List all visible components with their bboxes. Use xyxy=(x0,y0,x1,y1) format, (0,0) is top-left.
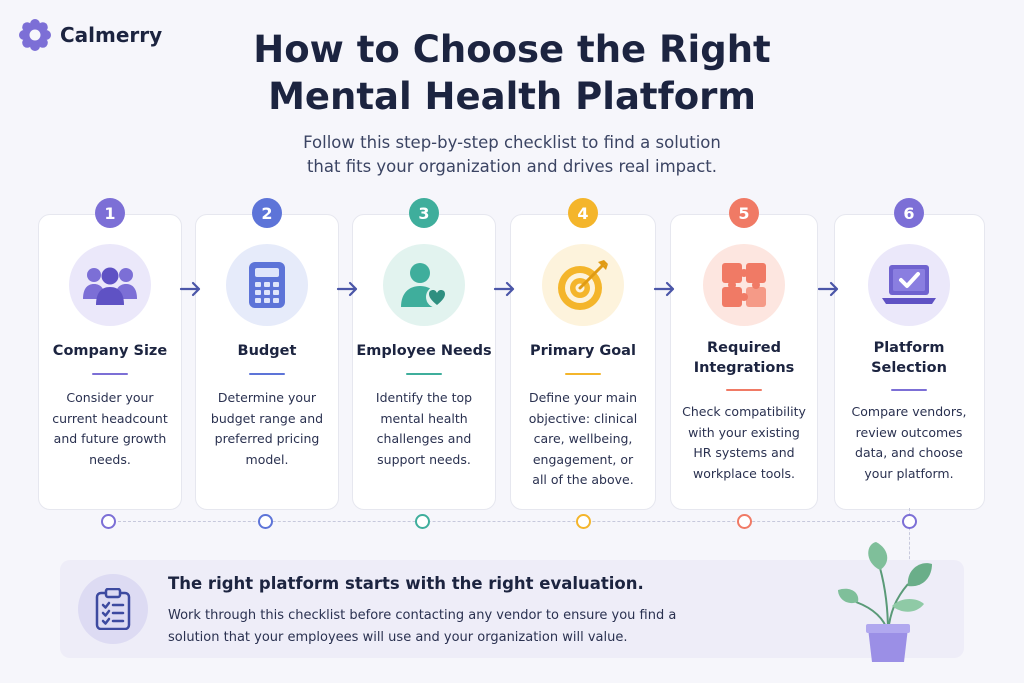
step-description: Consider your current headcount and futu… xyxy=(52,390,168,467)
step-number-badge: 5 xyxy=(729,198,759,228)
laptop-check-icon xyxy=(882,265,936,304)
step-number-badge: 1 xyxy=(95,198,125,228)
step-underline xyxy=(726,389,762,391)
calculator-icon xyxy=(249,262,285,308)
step-underline xyxy=(406,373,442,375)
timeline-dot xyxy=(575,514,591,529)
callout-text: Work through this checklist before conta… xyxy=(168,608,677,645)
clipboard-checklist-icon xyxy=(95,588,131,630)
timeline-dot xyxy=(414,514,430,529)
callout-title: The right platform starts with the right… xyxy=(168,574,644,593)
step-description: Determine your budget range and preferre… xyxy=(210,390,324,467)
puzzle-icon xyxy=(722,263,766,307)
timeline-dot xyxy=(257,514,273,529)
step-title: Platform Selection xyxy=(871,340,947,376)
step-number-badge: 4 xyxy=(568,198,598,228)
brand-logo: Calmerry xyxy=(18,18,162,52)
step-number-badge: 3 xyxy=(409,198,439,228)
arrow-right-icon xyxy=(336,281,358,297)
target-icon xyxy=(558,260,608,310)
step-title: Company Size xyxy=(52,343,168,359)
page-subtitle: Follow this step-by-step checklist to fi… xyxy=(303,133,721,176)
callout-box xyxy=(60,560,964,658)
step-description: Check compatibility with your existing H… xyxy=(682,404,806,481)
step-icon-circle xyxy=(542,244,624,326)
step-description: Define your main objective: clinical car… xyxy=(528,390,638,487)
step-description: Identify the top mental health challenge… xyxy=(375,390,473,467)
step-title: Budget xyxy=(237,343,297,359)
timeline-dot xyxy=(100,514,116,529)
step-number-badge: 6 xyxy=(894,198,924,228)
step-icon-circle xyxy=(69,244,151,326)
step-icon-circle xyxy=(868,244,950,326)
step-underline xyxy=(249,373,285,375)
step-title: Required Integrations xyxy=(693,340,795,376)
brand-name: Calmerry xyxy=(60,23,163,47)
page-title: How to Choose the Right Mental Health Pl… xyxy=(253,28,771,118)
people-icon xyxy=(83,267,137,305)
potted-plant-icon xyxy=(838,542,932,662)
step-number-badge: 2 xyxy=(252,198,282,228)
step-icon-circle xyxy=(383,244,465,326)
callout-icon-circle xyxy=(78,574,148,644)
step-underline xyxy=(92,373,128,375)
calmerry-logo-icon xyxy=(19,19,51,51)
arrow-right-icon xyxy=(493,281,515,297)
arrow-right-icon xyxy=(179,281,201,297)
arrow-right-icon xyxy=(817,281,839,297)
step-title: Employee Needs xyxy=(356,343,492,359)
step-description: Compare vendors, review outcomes data, a… xyxy=(851,404,967,481)
arrow-right-icon xyxy=(653,281,675,297)
timeline-dot xyxy=(901,514,917,529)
step-underline xyxy=(565,373,601,375)
step-icon-circle xyxy=(703,244,785,326)
step-underline xyxy=(891,389,927,391)
timeline-line xyxy=(108,521,910,522)
timeline-connector xyxy=(909,508,910,564)
step-icon-circle xyxy=(226,244,308,326)
person-heart-icon xyxy=(401,263,448,308)
step-title: Primary Goal xyxy=(530,343,636,359)
timeline-dot xyxy=(736,514,752,529)
